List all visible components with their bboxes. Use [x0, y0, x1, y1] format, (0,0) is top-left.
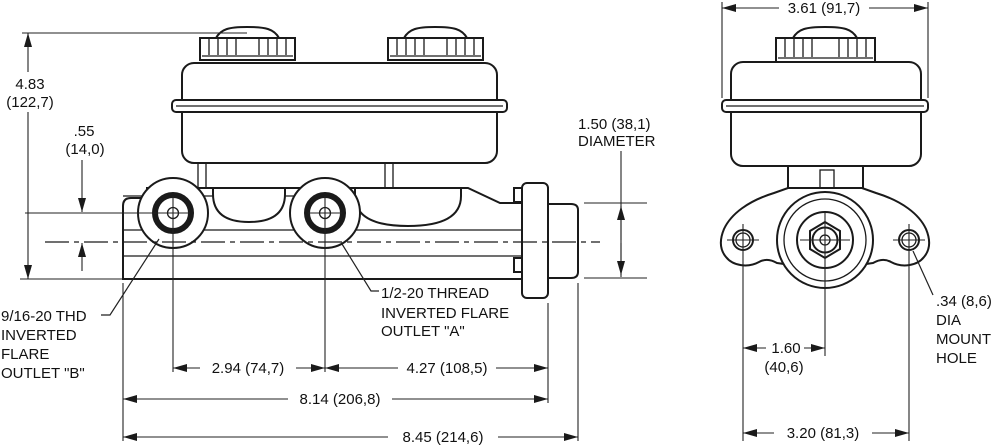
mount-hole-label-line3: MOUNT: [936, 331, 991, 348]
end-reservoir: [721, 25, 929, 167]
dim-port-height-in: .55: [74, 123, 95, 140]
side-view: 4.83 (122,7) .55 (14,0) 1.50 (38,1) DIAM…: [1, 25, 656, 446]
mount-hole-label-line2: DIA: [936, 312, 961, 329]
dim-bore-diameter-word: DIAMETER: [578, 133, 656, 150]
mounting-flange-side: [521, 182, 549, 299]
side-cylinder-body: [25, 177, 600, 372]
side-cap-left: [199, 25, 296, 61]
cap-knurls: [396, 39, 475, 55]
outlet-b-label-line4: OUTLET "B": [1, 365, 85, 382]
outlet-a-label-line1: 1/2-20 THREAD: [381, 285, 489, 302]
dim-port-spacing: 2.94 (74,7): [212, 360, 285, 377]
end-view: 3.61 (91,7) 1.60 (40,6) 3.20 (81,3) .34 …: [719, 0, 992, 442]
side-cap-right: [387, 25, 484, 61]
mount-hole-label-line4: HOLE: [936, 350, 977, 367]
dim-bore-diameter-value: 1.50 (38,1): [578, 116, 651, 133]
outlet-b-label-line2: INVERTED: [1, 327, 77, 344]
cap-knurls: [208, 39, 287, 55]
side-reservoir: [171, 25, 508, 188]
dim-mount-spacing: 3.20 (81,3): [787, 425, 860, 442]
reservoir-pins: [197, 163, 394, 188]
dim-overall-height-mm: (122,7): [6, 94, 54, 111]
dim-outlet-a-to-flange: 4.27 (108,5): [407, 360, 488, 377]
reservoir-base-boss-2: [354, 187, 462, 228]
cap-dome: [214, 25, 281, 39]
mount-hole-label-line1: .34 (8,6): [936, 293, 992, 310]
dim-center-to-mount-in: 1.60: [771, 340, 800, 357]
outlet-a-label-line2: INVERTED FLARE: [381, 305, 509, 322]
mount-hole-leader: [912, 250, 934, 296]
side-dimensions: [20, 32, 647, 441]
neck-detail: [819, 169, 835, 189]
outlet-b-leader: [101, 238, 160, 316]
reservoir-base-boss-1: [212, 187, 286, 224]
dim-reservoir-width: 3.61 (91,7): [788, 0, 861, 17]
dim-overall-length: 8.45 (214,6): [403, 429, 484, 446]
cap-knurls: [784, 39, 867, 57]
bore-snout: [547, 203, 579, 279]
cap-dome: [402, 25, 469, 39]
outlet-a-leader: [341, 243, 379, 292]
outlet-b-label-line3: FLARE: [1, 346, 49, 363]
end-reservoir-body: [730, 61, 922, 167]
outlet-b-label-line1: 9/16-20 THD: [1, 308, 87, 325]
end-dimensions: [721, 2, 934, 441]
outlet-a-label-line3: OUTLET "A": [381, 323, 465, 340]
dim-center-to-mount-mm: (40,6): [764, 359, 803, 376]
end-body: [719, 166, 931, 289]
cap-dome: [791, 25, 859, 39]
dim-port-height-mm: (14,0): [65, 141, 104, 158]
end-cap: [775, 25, 876, 63]
dim-overall-height-in: 4.83: [15, 76, 44, 93]
dim-body-length: 8.14 (206,8): [300, 391, 381, 408]
